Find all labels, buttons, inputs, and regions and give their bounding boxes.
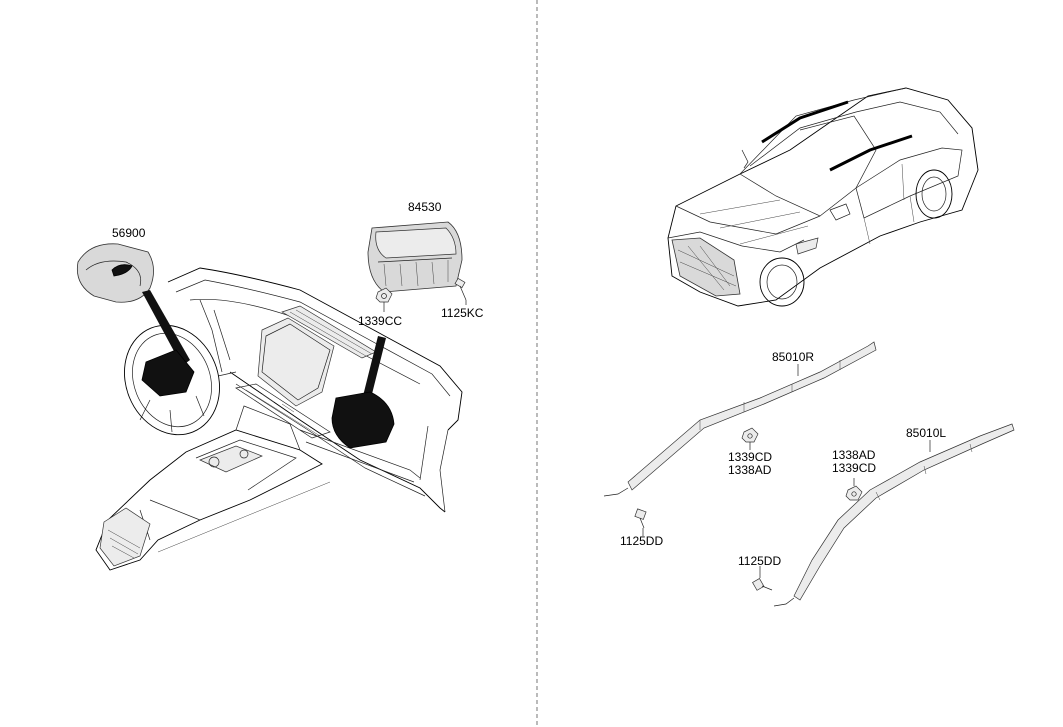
car-illustration	[667, 87, 979, 307]
dashboard-illustration	[95, 267, 463, 571]
label-1339CD-left: 1339CD	[832, 461, 876, 475]
curtain-left-bolt	[752, 566, 773, 591]
label-1125DD-right: 1125DD	[620, 534, 663, 548]
passenger-airbag-nut	[375, 287, 393, 312]
curtain-airbag-left	[773, 423, 1015, 607]
label-1125KC: 1125KC	[441, 306, 484, 320]
curtain-left-clip	[845, 478, 863, 501]
passenger-airbag-module	[367, 221, 463, 293]
label-1125DD-left: 1125DD	[738, 554, 781, 568]
label-85010L: 85010L	[906, 426, 946, 440]
steering-airbag-leader	[142, 290, 190, 366]
label-84530: 84530	[408, 200, 442, 214]
curtain-right-bolt	[634, 508, 647, 532]
label-1338AD-right: 1338AD	[728, 463, 772, 477]
label-1339CC: 1339CC	[358, 314, 402, 328]
passenger-airbag-bolt	[454, 277, 467, 305]
passenger-airbag-leader	[362, 336, 386, 402]
curtain-right-clip	[741, 427, 759, 450]
installed-passenger-airbag	[331, 391, 395, 449]
label-85010R: 85010R	[772, 350, 814, 364]
steering-wheel-airbag	[76, 243, 154, 303]
label-1339CD-right: 1339CD	[728, 450, 772, 464]
label-1338AD-left: 1338AD	[832, 448, 876, 462]
curtain-airbag-right	[603, 341, 877, 497]
steering-hub	[141, 349, 195, 397]
label-56900: 56900	[112, 226, 146, 240]
